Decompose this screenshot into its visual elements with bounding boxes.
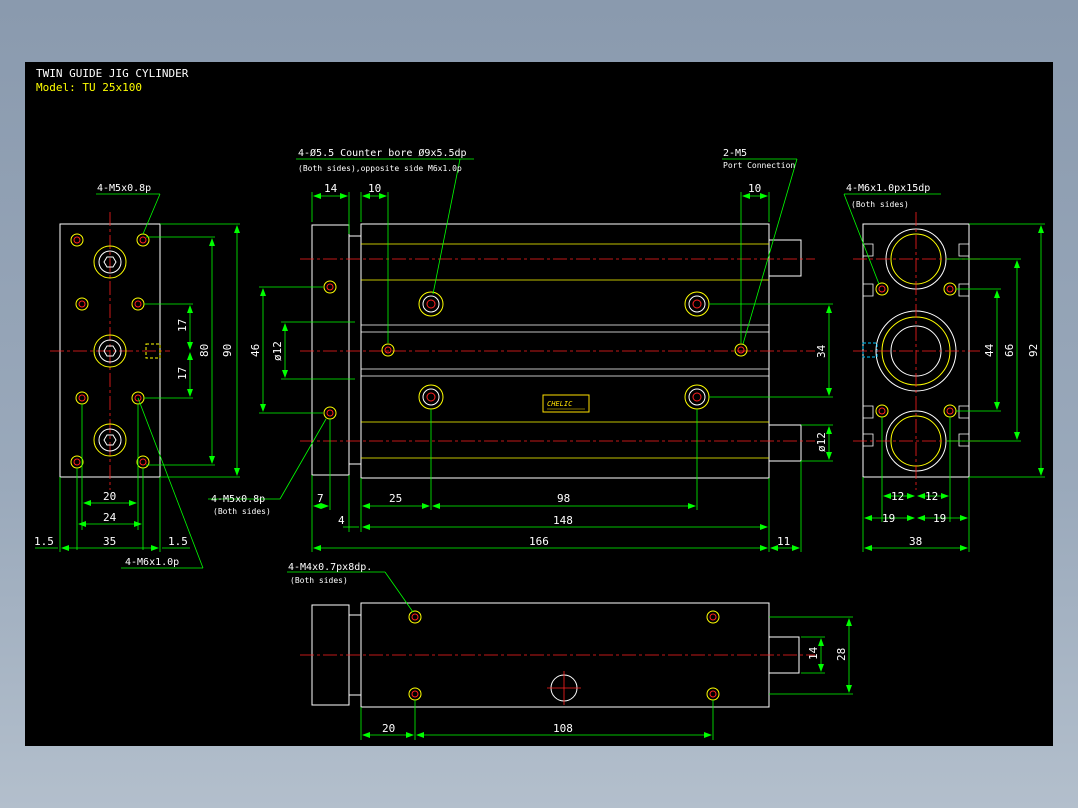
dimension-label: 17: [176, 319, 189, 332]
dimension-label: 44: [983, 343, 996, 357]
callout-sublabel: (Both sides): [851, 200, 909, 209]
drawing-title: TWIN GUIDE JIG CYLINDER Model: TU 25x100: [36, 67, 188, 95]
bottom-view: 4-M4x0.7px8dp. (Both sides) 14 28 20 108: [287, 562, 853, 740]
side-port-stub: [145, 343, 161, 359]
callout-label: 4-M4x0.7px8dp.: [288, 562, 372, 573]
callout-label: 2-M5: [723, 148, 747, 159]
front-view: CHELIC: [208, 147, 833, 552]
dimension-label: 148: [553, 514, 573, 527]
dimension-label: 12: [925, 490, 938, 503]
dimension-label: 166: [529, 535, 549, 548]
end-plate: [311, 224, 350, 476]
dimension-label: 11: [777, 535, 790, 548]
dimension-label: ø12: [815, 432, 828, 452]
nameplate-label: CHELIC: [547, 400, 573, 408]
title-line: TWIN GUIDE JIG CYLINDER: [36, 67, 189, 80]
rear-boss-top: [768, 239, 802, 277]
dimension-label: 20: [103, 490, 116, 503]
dimension-label: 25: [389, 492, 402, 505]
callout-sublabel: (Both sides),opposite side M6x1.0p: [298, 164, 462, 173]
dimension-label: 1.5: [34, 535, 54, 548]
dimension-label: 28: [835, 648, 848, 661]
side-port-hidden: [862, 342, 878, 358]
front-dimension-lines: [208, 158, 833, 552]
dimension-label: 12: [891, 490, 904, 503]
dimension-label: 92: [1027, 344, 1040, 357]
model-line: Model: TU 25x100: [36, 81, 142, 94]
dimension-label: 46: [249, 344, 262, 357]
callout-sublabel: (Both sides): [290, 576, 348, 585]
bottom-holes: [408, 610, 720, 705]
dimension-label: 10: [748, 182, 761, 195]
dimension-label: 35: [103, 535, 116, 548]
dimension-label: ø12: [271, 341, 284, 361]
callout-label: 4-M5x0.8p: [211, 494, 265, 505]
callout-label: 4-M6x1.0px15dp: [846, 183, 930, 194]
left-dimension-lines: [35, 193, 240, 569]
dimension-label: 24: [103, 511, 117, 524]
cad-drawing: 4-M5x0.8p 4-M6x1.0p 90 80 17 17 20 24 35…: [34, 147, 1045, 740]
right-dimension-lines: [843, 193, 1045, 552]
callout-label: 4-M6x1.0p: [125, 557, 179, 568]
plate-collar: [348, 235, 362, 465]
body-section-lines: [361, 324, 769, 377]
hex-socket-bottom: [93, 423, 127, 457]
bottom-dimension-lines: [287, 571, 853, 740]
right-end-view: 4-M6x1.0px15dp (Both sides) 92 66 44 12 …: [843, 183, 1045, 552]
port-holes: [323, 280, 748, 420]
nameplate: CHELIC: [542, 394, 590, 413]
dimension-label: 14: [324, 182, 338, 195]
rear-boss-bottom: [768, 424, 802, 462]
hex-socket-middle: [93, 334, 127, 368]
callout-label: 4-M5x0.8p: [97, 183, 151, 194]
left-end-view: 4-M5x0.8p 4-M6x1.0p 90 80 17 17 20 24 35…: [34, 183, 240, 569]
hidden-lines: [361, 243, 769, 459]
dimension-label: 10: [368, 182, 381, 195]
dimension-label: 34: [815, 344, 828, 358]
dimension-label: 1.5: [168, 535, 188, 548]
centerlines: [300, 258, 815, 442]
dimension-label: 80: [198, 344, 211, 357]
dimension-label: 7: [317, 492, 324, 505]
dimension-label: 4: [338, 514, 345, 527]
callout-label: 4-Ø5.5 Counter bore Ø9x5.5dp: [298, 147, 467, 159]
callout-sublabel: (Both sides): [213, 507, 271, 516]
counterbore-holes: [418, 291, 710, 410]
dimension-label: 98: [557, 492, 570, 505]
hex-socket-top: [93, 245, 127, 279]
callout-sublabel: Port Connection: [723, 161, 795, 170]
dimension-label: 19: [882, 512, 895, 525]
dimension-label: 19: [933, 512, 946, 525]
dimension-label: 108: [553, 722, 573, 735]
dimension-label: 17: [176, 367, 189, 380]
dimension-label: 90: [221, 344, 234, 357]
dimension-label: 38: [909, 535, 922, 548]
dimension-label: 66: [1003, 344, 1016, 357]
drawing-frame: TWIN GUIDE JIG CYLINDER Model: TU 25x100: [25, 62, 1053, 746]
dimension-label: 20: [382, 722, 395, 735]
dimension-label: 14: [807, 646, 820, 660]
centerlines: [853, 212, 980, 490]
